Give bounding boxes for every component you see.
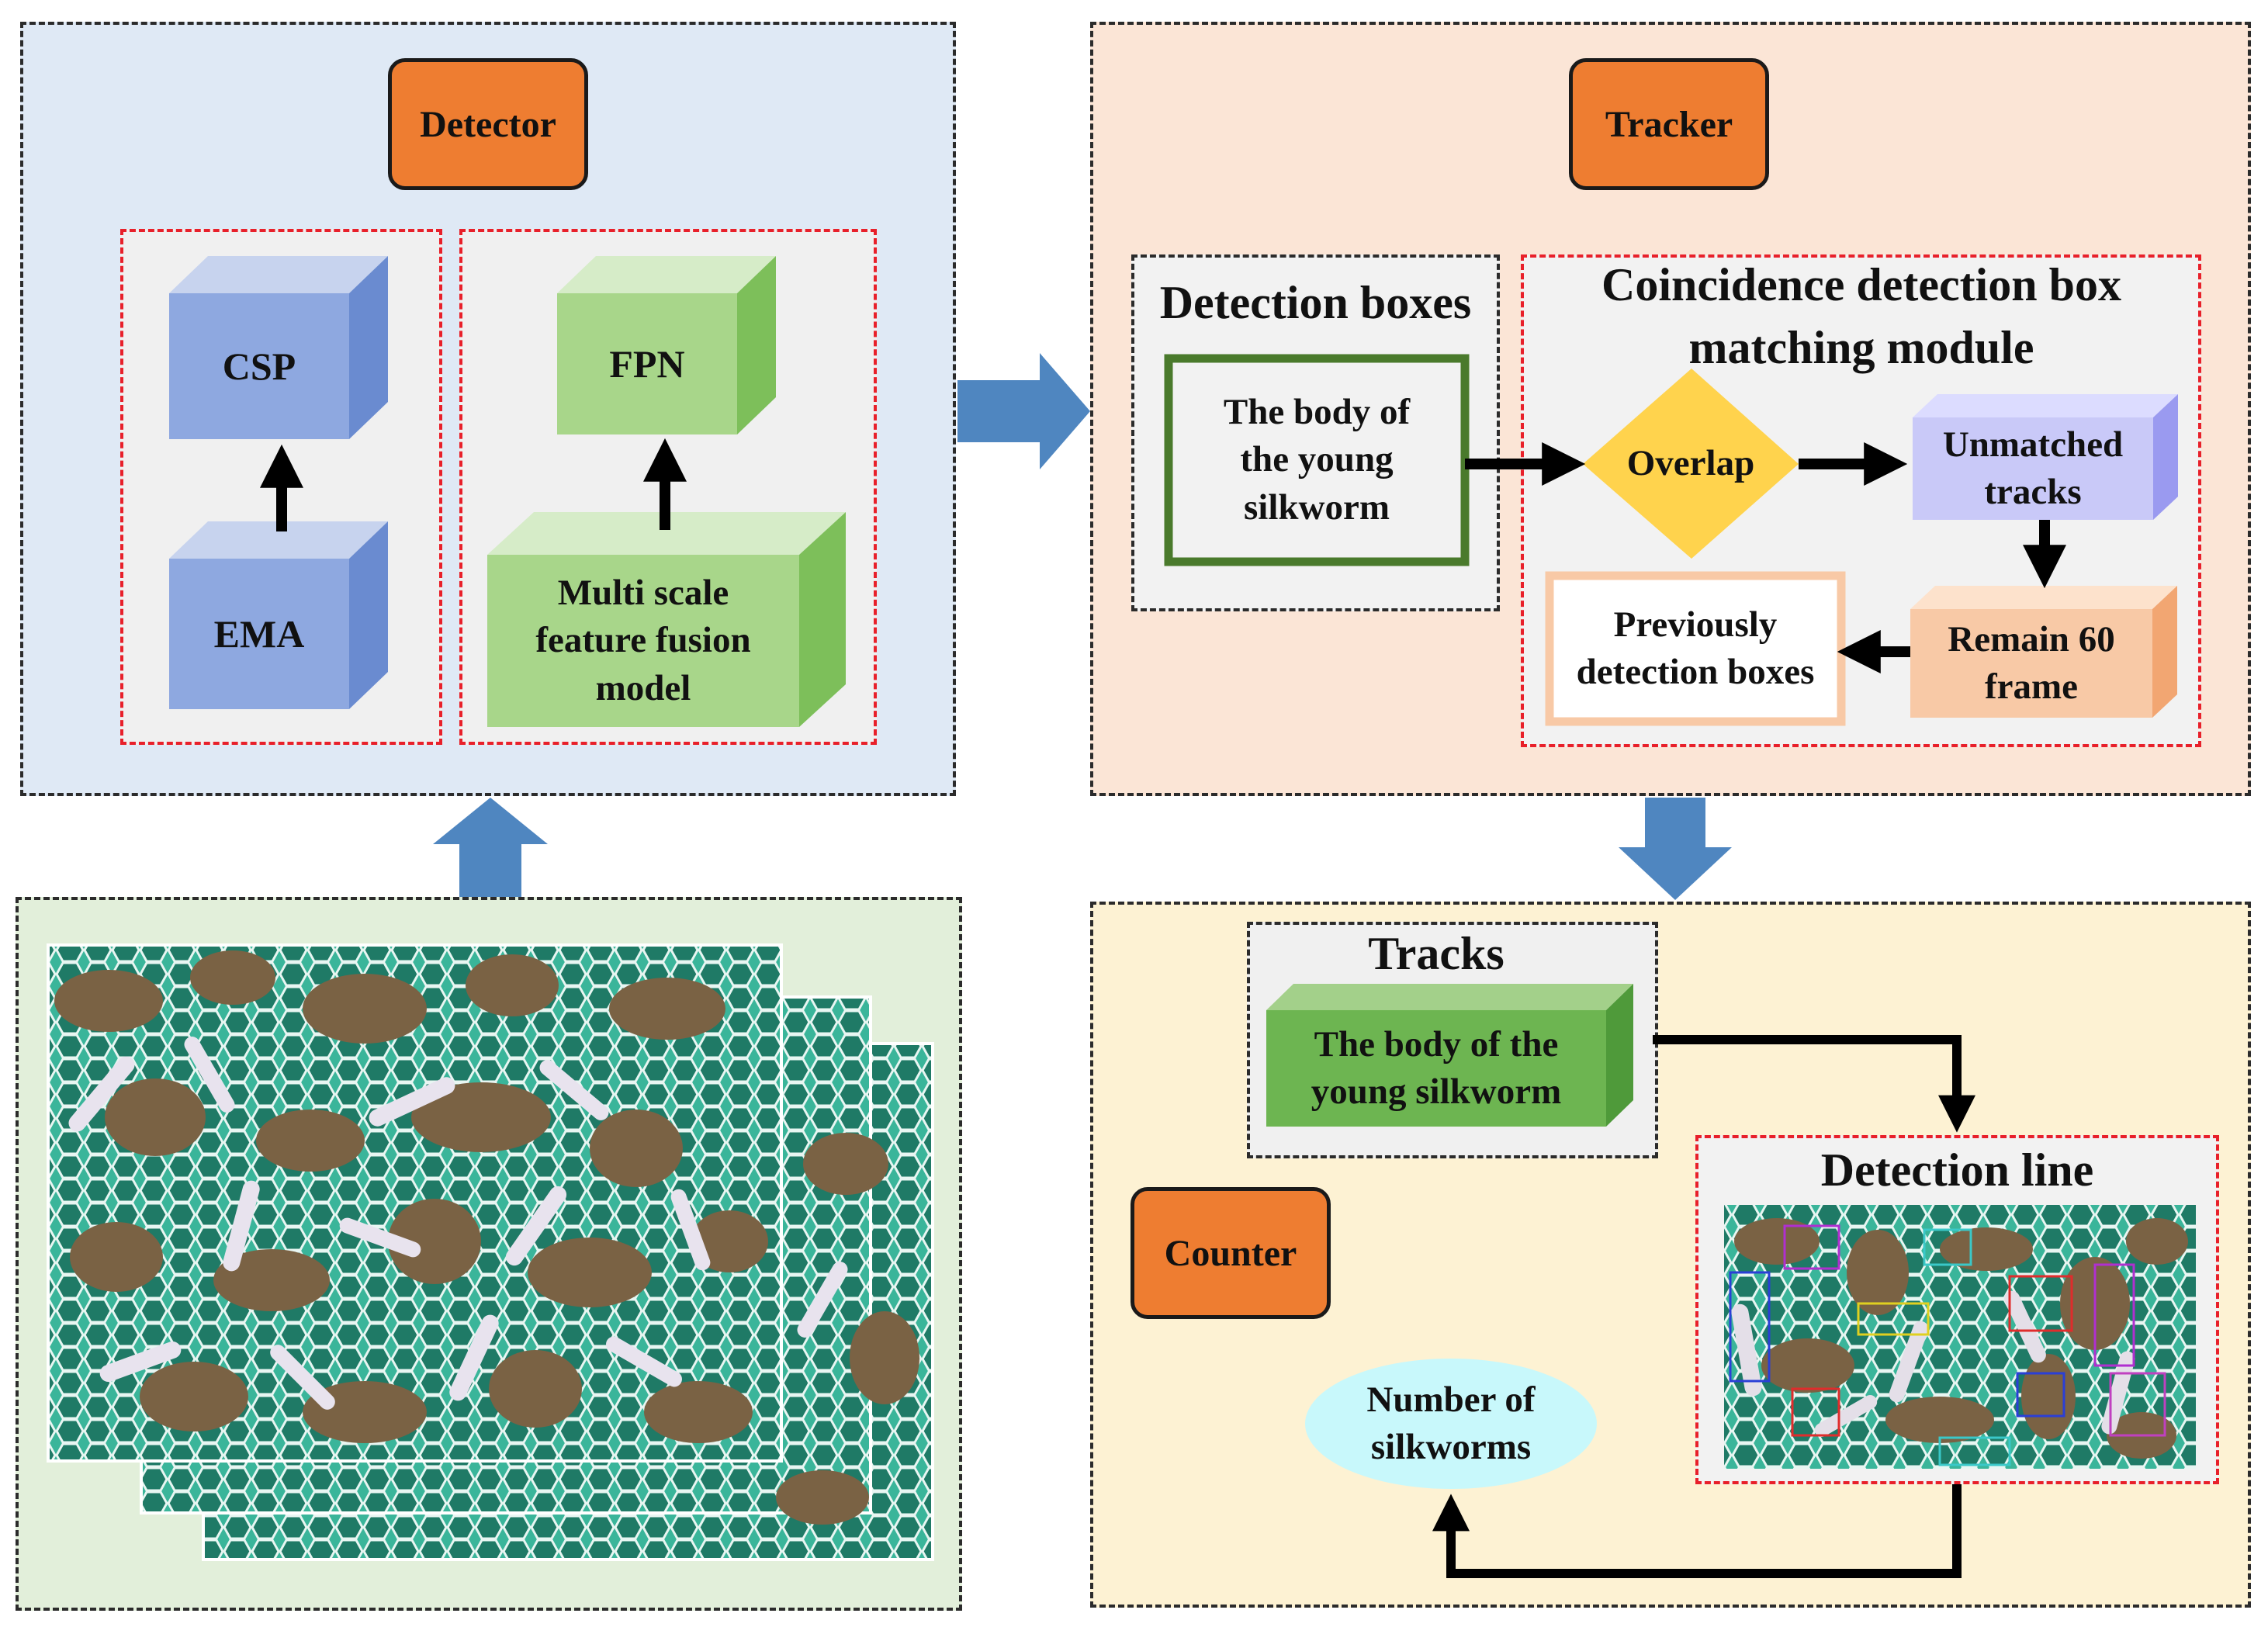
input-to-detector-arrow <box>433 798 548 897</box>
tracks-heading: Tracks <box>1368 928 1504 979</box>
tracker-badge: Tracker <box>1569 58 1769 190</box>
remain-label: Remain 60 frame <box>1948 618 2115 707</box>
multiscale-label: Multi scale feature fusion model <box>535 573 751 708</box>
csp-cube <box>169 256 388 439</box>
fpn-label: FPN <box>609 341 685 386</box>
number-ellipse <box>1305 1359 1597 1489</box>
module-heading: Coincidence detection box matching modul… <box>1601 259 2121 373</box>
input-image-stack <box>47 943 934 1561</box>
tracks-to-line-connector <box>1653 1035 1975 1133</box>
previously-label: Previously detection boxes <box>1576 604 1815 692</box>
tracks-body-label: The body of the young silkworm <box>1311 1023 1562 1112</box>
unmatched-label: Unmatched tracks <box>1942 424 2124 512</box>
ema-label: EMA <box>213 611 305 656</box>
detection-line-heading: Detection line <box>1820 1144 2094 1196</box>
detector-to-tracker-arrow <box>957 353 1090 469</box>
body-box-label: The body of the young silkworm <box>1223 392 1411 528</box>
body-box <box>1164 354 1470 566</box>
csp-label: CSP <box>222 344 296 388</box>
overlap-label: Overlap <box>1626 443 1755 484</box>
tracker-to-counter-arrow <box>1619 798 1732 900</box>
multiscale-cube <box>487 512 846 727</box>
number-label: Number of silkworms <box>1366 1379 1536 1467</box>
ema-cube <box>169 521 388 709</box>
line-to-count-connector <box>1432 1484 1962 1578</box>
unmatched-cube <box>1913 394 2178 520</box>
detector-badge: Detector <box>388 58 588 190</box>
detection-line-picture <box>1724 1205 2196 1469</box>
tracks-cube <box>1266 984 1633 1127</box>
fpn-cube <box>557 256 776 434</box>
detection-boxes-heading: Detection boxes <box>1159 277 1472 328</box>
counter-badge: Counter <box>1131 1187 1331 1319</box>
remain-cube <box>1910 586 2177 718</box>
overlap-diamond <box>1583 369 1799 559</box>
